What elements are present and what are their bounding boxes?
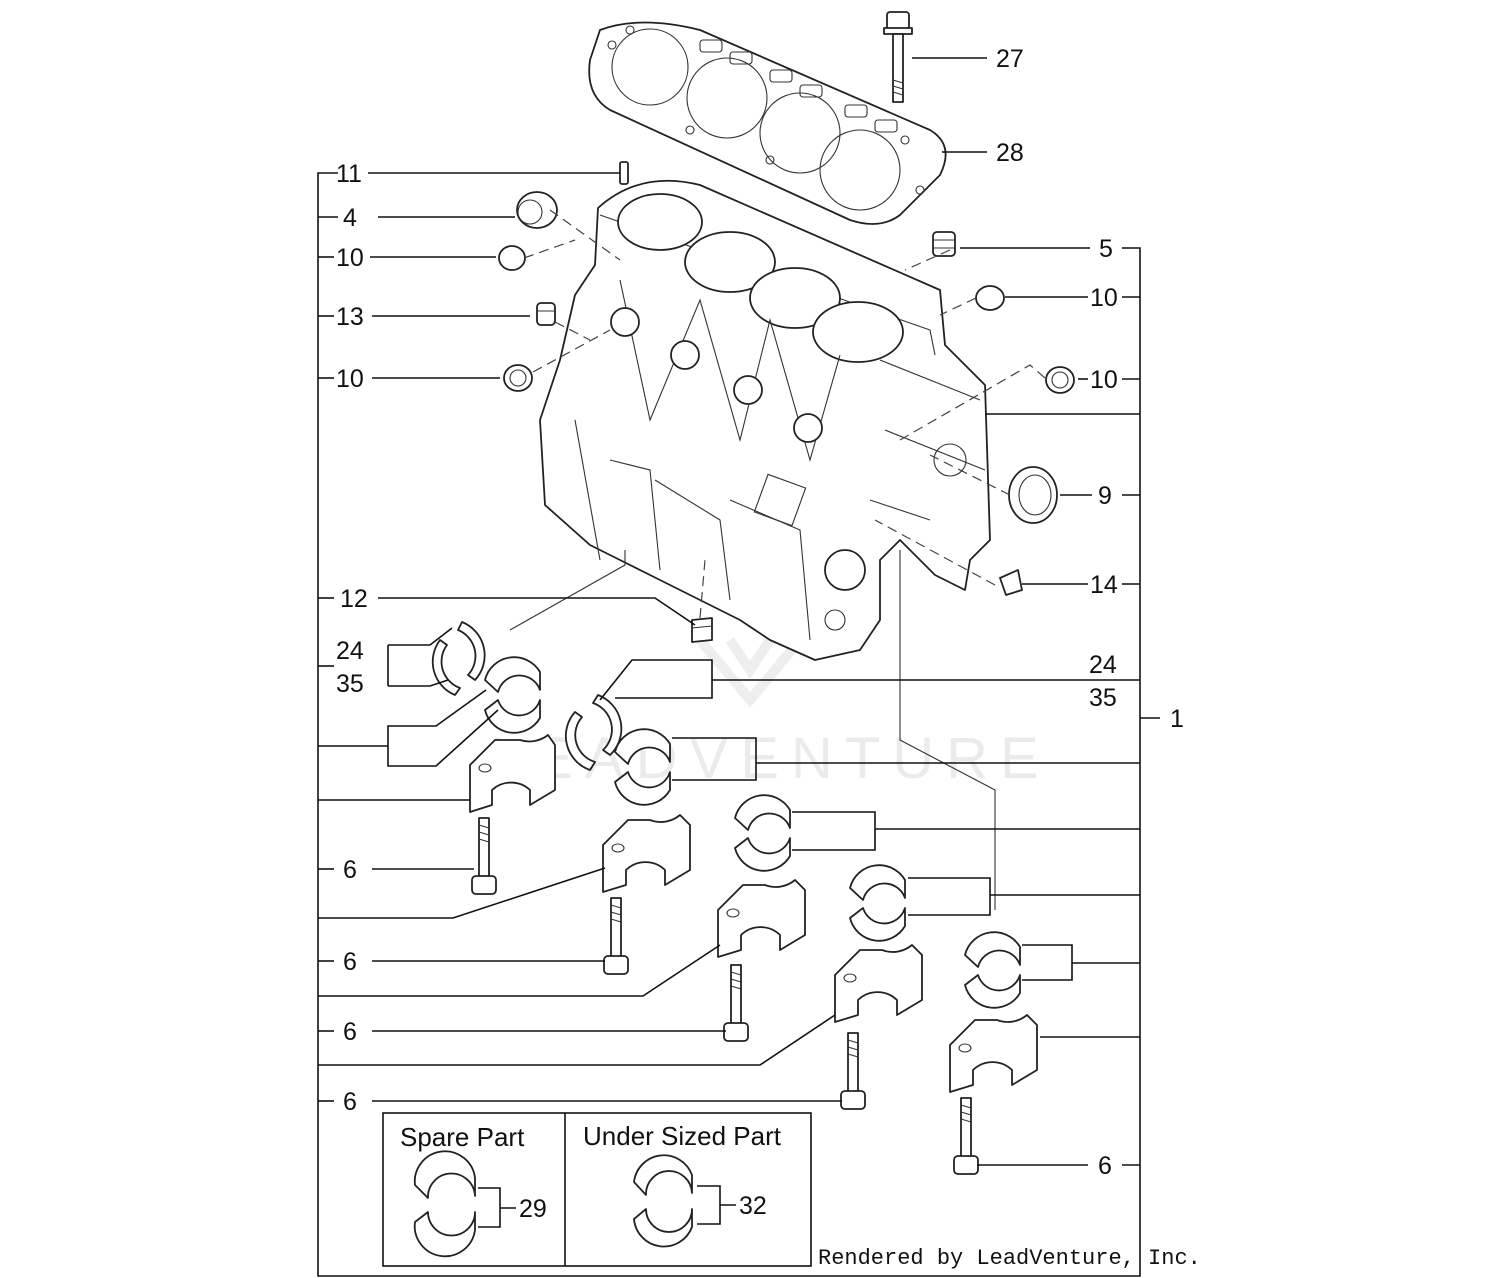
expansion-plug-large xyxy=(516,191,558,229)
render-credit: Rendered by LeadVenture, Inc. xyxy=(818,1246,1201,1271)
under-sized-bearing-shell xyxy=(633,1154,693,1248)
callout-35-right: 35 xyxy=(1089,684,1117,712)
expansion-plug-ring-left xyxy=(503,364,533,392)
main-bearing-bolt-5 xyxy=(953,1097,979,1175)
spare-bearing-shell xyxy=(413,1150,476,1258)
head-gasket xyxy=(588,21,947,225)
thrust-washer-left xyxy=(431,621,486,696)
callout-6-fourth: 6 xyxy=(343,1088,357,1116)
main-bearing-shell-1 xyxy=(484,656,541,734)
callout-12: 12 xyxy=(340,585,368,613)
main-bearing-shell-4 xyxy=(849,864,906,942)
callout-11: 11 xyxy=(336,160,362,188)
alignment-lines xyxy=(523,209,1046,619)
callout-14: 14 xyxy=(1090,571,1118,599)
callout-5: 5 xyxy=(1099,235,1113,263)
callout-6-first: 6 xyxy=(343,856,357,884)
expansion-plug-small-2 xyxy=(975,285,1005,311)
callout-labels: 27 28 11 4 10 5 10 13 10 10 9 14 12 24 3… xyxy=(336,45,1184,1180)
callout-4: 4 xyxy=(343,204,357,232)
guide-lines xyxy=(509,550,996,910)
head-bolt xyxy=(883,11,913,103)
callout-10-right-top: 10 xyxy=(1090,284,1118,312)
callout-6-second: 6 xyxy=(343,948,357,976)
plug-14 xyxy=(999,569,1023,596)
main-bearing-bolt-1 xyxy=(471,817,497,895)
thrust-washer-right xyxy=(564,694,623,771)
main-bearing-bolt-2 xyxy=(603,897,629,975)
leader-lines xyxy=(318,57,1140,1166)
main-bearing-bolt-3 xyxy=(723,964,749,1042)
callout-13: 13 xyxy=(336,303,364,331)
cylinder-block xyxy=(539,179,991,661)
dowel-pin xyxy=(619,161,629,185)
callout-24-left: 24 xyxy=(336,637,364,665)
main-bearing-cap-4 xyxy=(834,944,923,1023)
callout-28: 28 xyxy=(996,139,1024,167)
main-bearing-cap-3 xyxy=(717,879,806,958)
main-bearing-shell-5 xyxy=(964,931,1021,1009)
callout-9: 9 xyxy=(1098,482,1112,510)
main-bearing-cap-5 xyxy=(949,1014,1038,1093)
callout-10-left-bottom: 10 xyxy=(336,365,364,393)
legend-box: Spare Part Under Sized Part 29 32 xyxy=(382,1112,812,1267)
spare-part-title: Spare Part xyxy=(400,1122,525,1152)
under-sized-part-title: Under Sized Part xyxy=(583,1121,782,1151)
callout-6-fifth: 6 xyxy=(1098,1152,1112,1180)
main-bearing-bolt-4 xyxy=(840,1032,866,1110)
main-bearing-shell-2 xyxy=(614,728,671,806)
callout-29: 29 xyxy=(519,1195,547,1223)
assembly-bracket-left xyxy=(317,172,1141,1277)
main-bearing-cap-1 xyxy=(469,734,556,813)
main-bearing-cap-2 xyxy=(602,814,691,893)
expansion-plug-small-1 xyxy=(498,245,526,271)
callout-35-left: 35 xyxy=(336,670,364,698)
camshaft-bushing xyxy=(1008,466,1058,524)
expansion-plug-ring-right xyxy=(1045,366,1075,394)
main-bearing-shell-3 xyxy=(734,794,791,872)
callout-27: 27 xyxy=(996,45,1024,73)
plug-13 xyxy=(536,302,556,326)
callout-6-third: 6 xyxy=(343,1018,357,1046)
callout-1: 1 xyxy=(1170,705,1184,733)
callout-24-right: 24 xyxy=(1089,651,1117,679)
plug-12 xyxy=(691,617,713,643)
callout-32: 32 xyxy=(739,1192,767,1220)
callout-10-right-bottom: 10 xyxy=(1090,366,1118,394)
callout-10-left-top: 10 xyxy=(336,244,364,272)
